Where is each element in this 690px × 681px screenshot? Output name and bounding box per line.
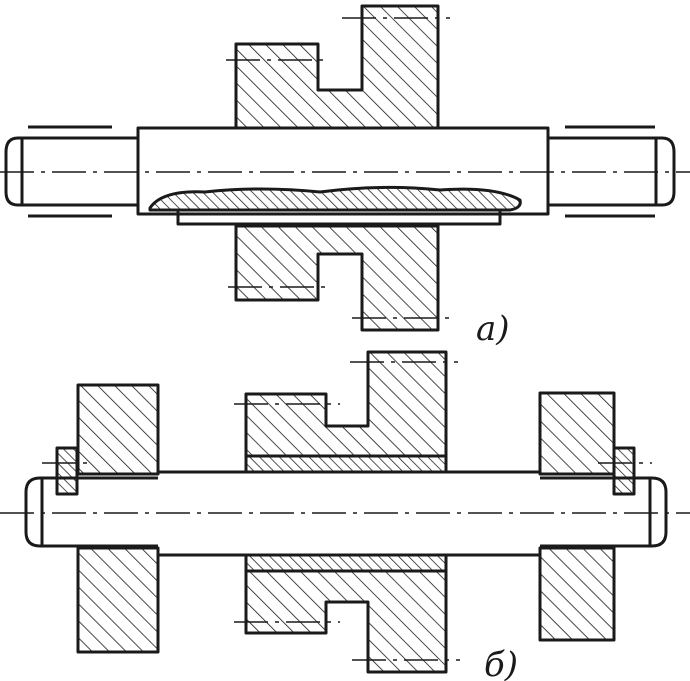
bushing-lower-b bbox=[244, 553, 448, 573]
view-a: а) bbox=[0, 4, 690, 349]
gear-upper-section-a bbox=[234, 4, 440, 130]
retaining-clip-right-b bbox=[612, 446, 636, 496]
fit-marks-a bbox=[28, 125, 655, 218]
support-right-top-b bbox=[538, 391, 616, 476]
gear-lower-section-a bbox=[234, 224, 440, 332]
support-right-bottom-b bbox=[538, 546, 616, 642]
bushing-upper-b bbox=[244, 454, 448, 474]
support-left-top-b bbox=[76, 383, 160, 476]
view-b-label: б) bbox=[484, 645, 518, 681]
sliding-layer-a bbox=[148, 185, 522, 212]
shaft-a bbox=[0, 126, 690, 216]
gear-lower-section-b bbox=[244, 569, 448, 674]
retaining-clip-left-b bbox=[55, 446, 79, 496]
shaft-b bbox=[0, 470, 690, 557]
view-b: б) bbox=[0, 350, 690, 681]
support-left-bottom-b bbox=[76, 546, 160, 654]
view-a-label: а) bbox=[476, 309, 510, 349]
gear-upper-section-b bbox=[244, 350, 448, 458]
key-plate-a bbox=[176, 208, 502, 226]
